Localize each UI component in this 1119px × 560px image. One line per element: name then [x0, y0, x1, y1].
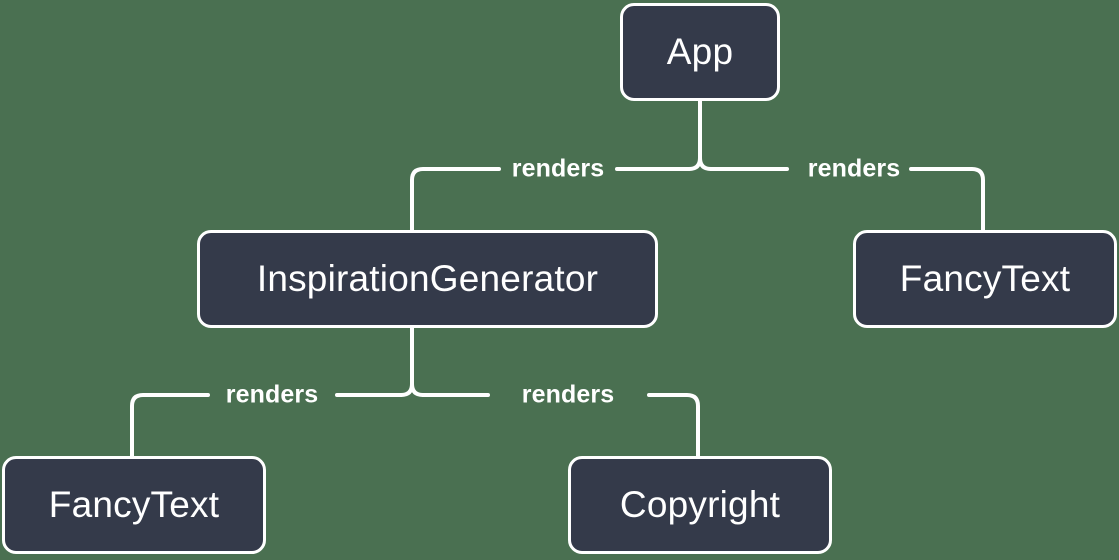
node-app[interactable]: App: [620, 3, 780, 101]
node-copyright[interactable]: Copyright: [568, 456, 832, 554]
node-fancytext-bottom-label: FancyText: [48, 484, 220, 525]
edge-inspgen-left-stem: [399, 326, 414, 397]
edge-inspgen-fancytext-seg-b: [130, 393, 210, 458]
edge-inspgen-right-stem: [410, 326, 425, 397]
edge-app-fancytext-seg-b: [909, 167, 985, 232]
node-fancytext-right-label: FancyText: [899, 258, 1071, 299]
edge-label-inspiration-generator-fancytext: renders: [225, 380, 319, 409]
edge-app-right-stem: [698, 99, 713, 171]
edge-inspgen-copyright-seg-b: [647, 393, 700, 458]
edge-app-left-stem: [687, 99, 702, 171]
node-inspiration-generator[interactable]: InspirationGenerator: [197, 230, 658, 328]
node-fancytext-bottom[interactable]: FancyText: [2, 456, 266, 554]
edge-label-app-fancytext: renders: [807, 154, 901, 183]
node-fancytext-right[interactable]: FancyText: [853, 230, 1117, 328]
node-copyright-label: Copyright: [619, 484, 781, 525]
node-app-label: App: [666, 31, 734, 72]
edge-app-inspgen-seg-b: [410, 167, 501, 232]
edge-label-inspiration-generator-copyright: renders: [521, 380, 615, 409]
edge-label-app-inspiration-generator: renders: [511, 154, 605, 183]
node-inspiration-generator-label: InspirationGenerator: [256, 258, 599, 299]
